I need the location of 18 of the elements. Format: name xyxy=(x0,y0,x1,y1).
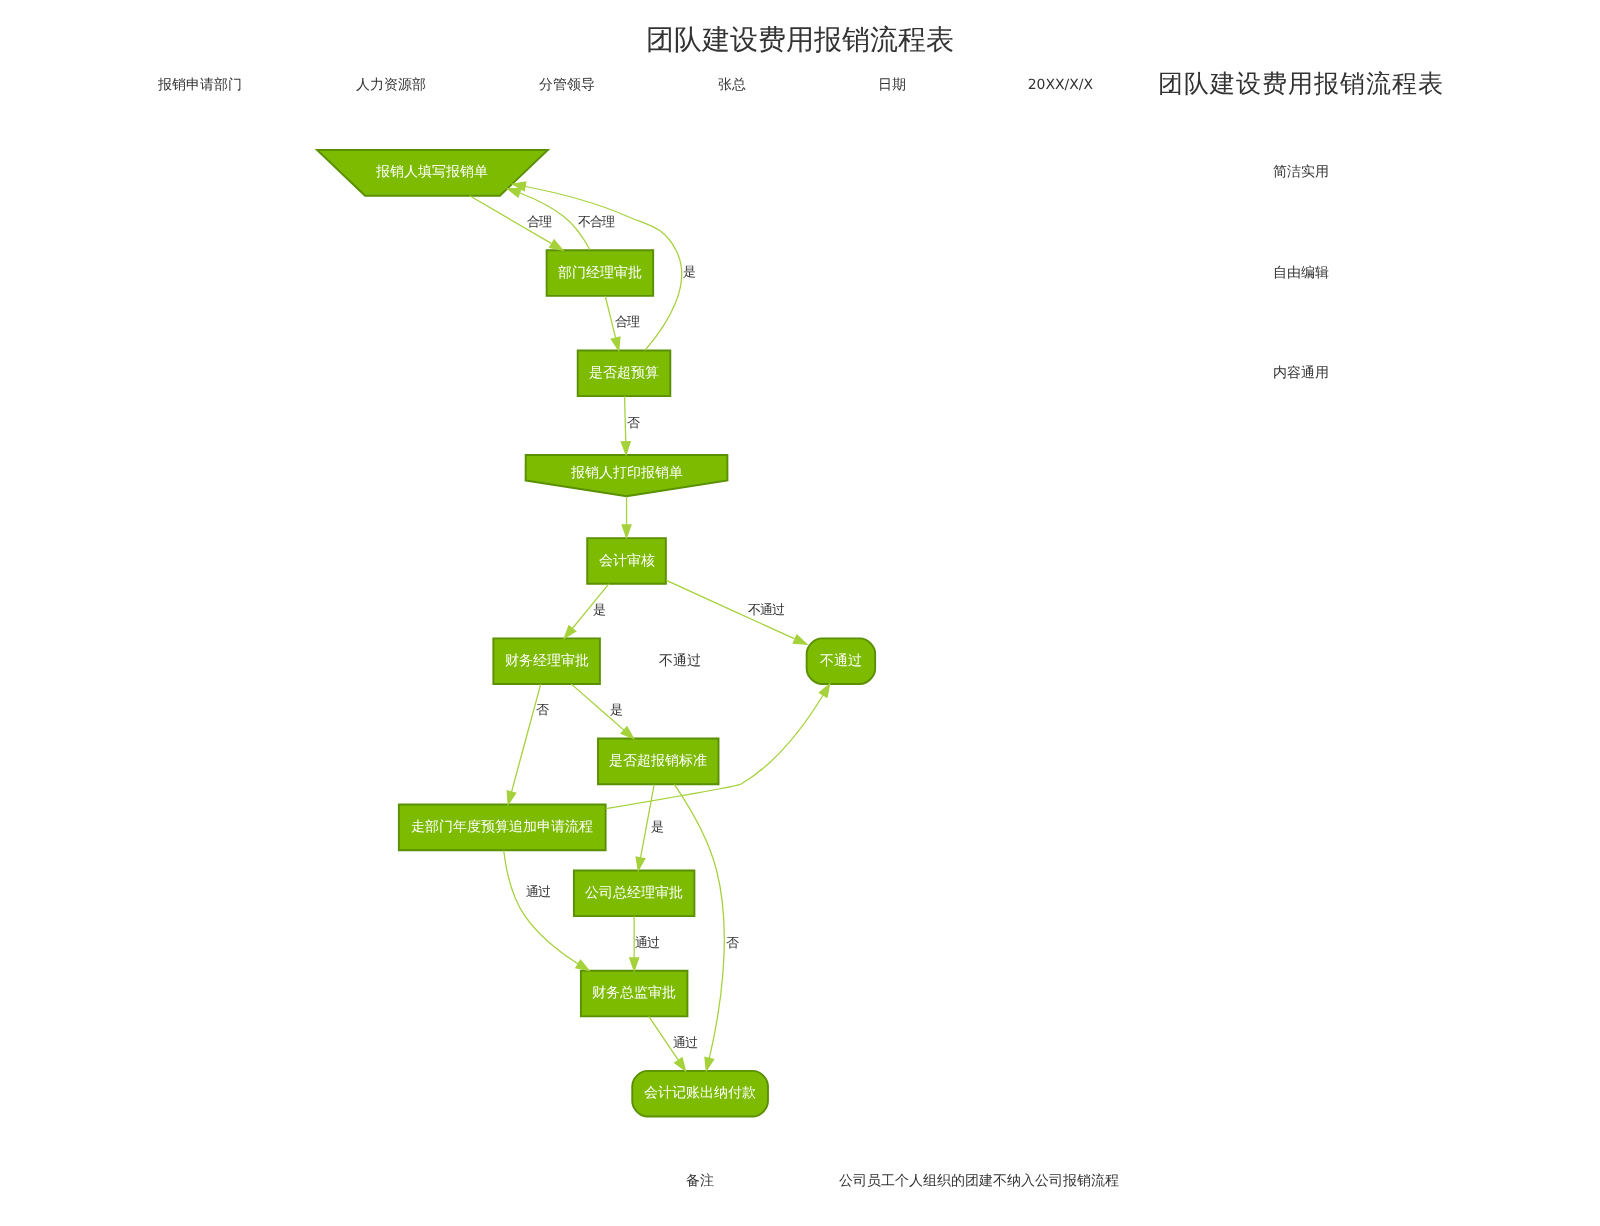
arrow xyxy=(605,682,831,810)
arrow xyxy=(505,188,591,251)
arrow xyxy=(635,784,655,873)
arrow xyxy=(604,295,621,353)
arrow xyxy=(570,683,635,740)
diagram-title: 团队建设费用报销流程表 xyxy=(646,25,954,58)
arrow xyxy=(665,579,809,646)
arrow xyxy=(469,195,565,252)
arrow xyxy=(510,181,683,352)
arrow xyxy=(673,783,725,1073)
arrow xyxy=(621,496,632,540)
arrow xyxy=(563,583,610,640)
arrow xyxy=(648,1015,687,1073)
arrow xyxy=(503,849,591,972)
arrow xyxy=(620,395,632,457)
arrow xyxy=(506,683,542,807)
arrow xyxy=(628,915,640,973)
label: 团队建设费用报销流程表 xyxy=(1158,67,1445,98)
